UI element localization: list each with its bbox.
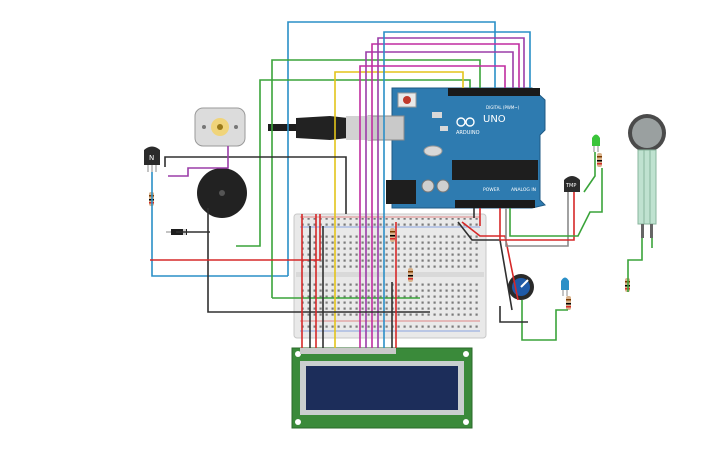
microcontroller-chip (452, 160, 538, 180)
wiring (150, 21, 653, 348)
digital-header-label: DIGITAL (PWM~) (486, 105, 520, 110)
dc-power-jack-icon (386, 180, 416, 204)
dc-motor-icon[interactable] (194, 107, 246, 147)
potentiometer-icon[interactable] (508, 274, 534, 300)
power-analog-header (455, 200, 535, 208)
arduino-logo-icon (456, 117, 475, 127)
arduino-logo-text: ARDUINO (456, 130, 480, 136)
digital-header (448, 88, 540, 96)
blue-led-icon[interactable] (561, 277, 569, 297)
power-cable-plug (268, 116, 372, 140)
resistor-icon[interactable] (408, 268, 413, 282)
lcd-screen (306, 366, 458, 410)
piezo-buzzer-icon[interactable] (197, 168, 247, 218)
resistor-icon[interactable] (390, 228, 395, 242)
transistor-label: N (149, 154, 154, 162)
power-header-label: POWER (483, 187, 500, 193)
arduino-uno-board[interactable]: ARDUINO UNO DIGITAL (PWM~) POWER ANALOG … (391, 87, 546, 209)
usb-port-icon (367, 115, 405, 141)
lcd-header-pins (300, 348, 396, 354)
breadboard (293, 213, 487, 339)
npn-transistor-icon[interactable]: N (144, 146, 160, 173)
lcd-16x2-display[interactable] (291, 347, 473, 429)
force-sensor-icon[interactable] (628, 114, 666, 238)
arduino-model-label: UNO (483, 114, 506, 125)
temp-sensor-label: TMP (565, 183, 576, 189)
analog-header-label: ANALOG IN (511, 187, 536, 193)
resistor-icon[interactable] (566, 296, 571, 310)
resistor-icon[interactable] (597, 153, 602, 167)
green-led-icon[interactable] (592, 134, 600, 153)
temperature-sensor-icon[interactable]: TMP (564, 176, 580, 192)
